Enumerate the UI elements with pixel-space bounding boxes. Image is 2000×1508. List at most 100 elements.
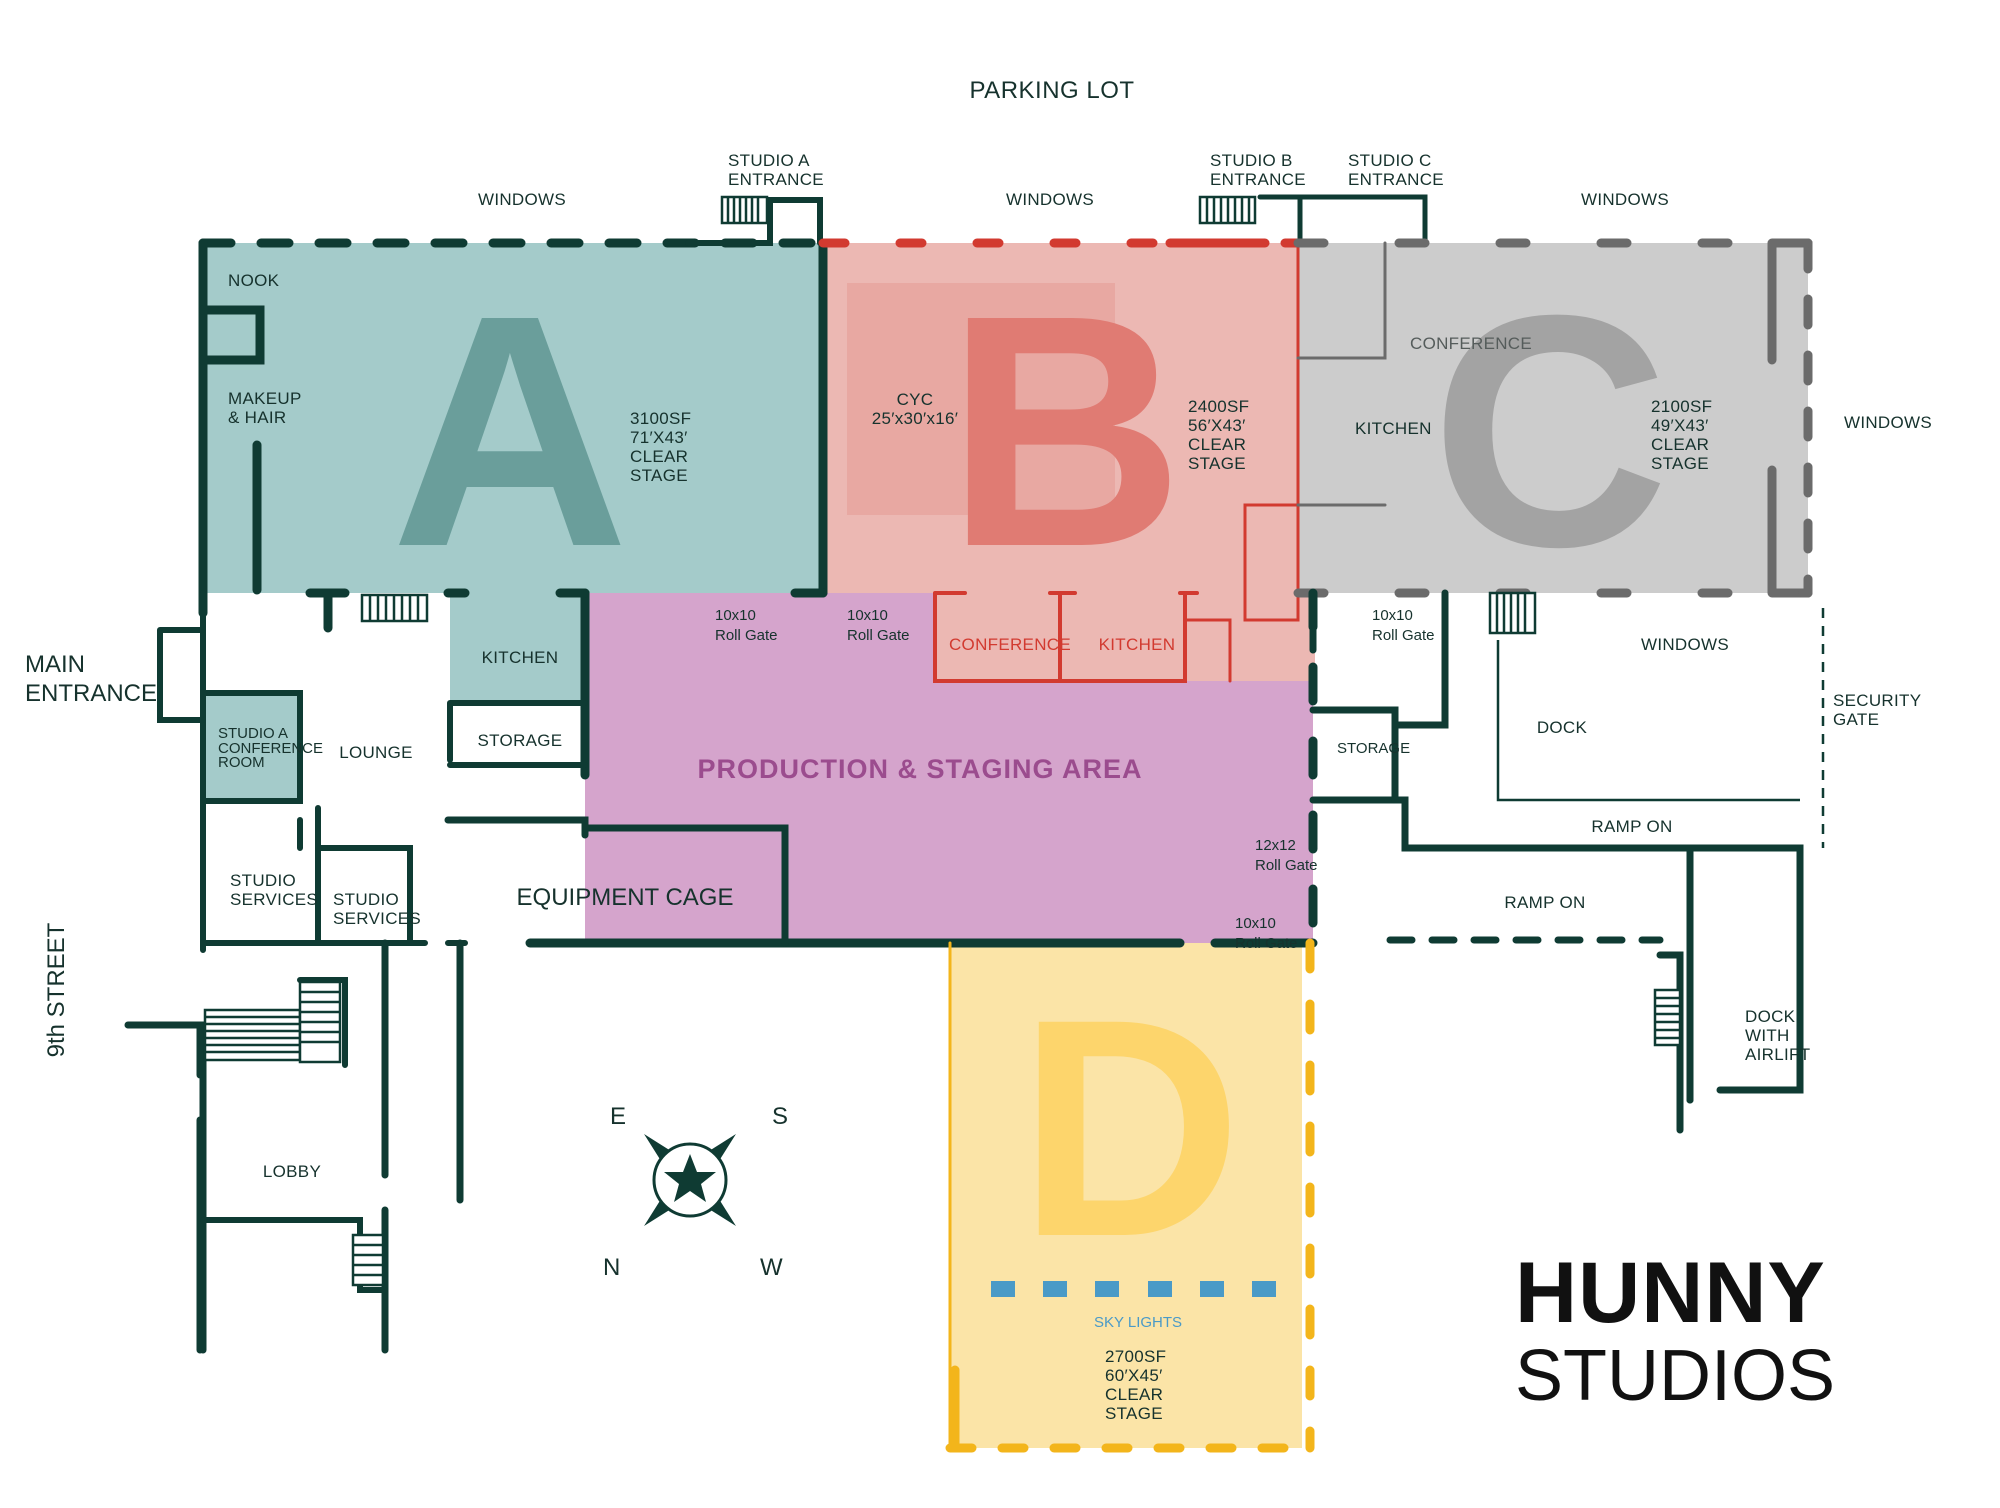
- compass-star-icon: [664, 1154, 716, 1202]
- studio-b-entrance-steps: [1198, 195, 1257, 225]
- logo-line1: HUNNY: [1515, 1245, 1826, 1341]
- compass-w-label: W: [760, 1254, 783, 1281]
- makeup-line2: & HAIR: [228, 408, 286, 427]
- parking-lot-label: PARKING LOT: [969, 77, 1134, 104]
- gate-c-wall: [1309, 589, 1449, 804]
- studio-a-spec-2: 71′X43′: [630, 428, 688, 447]
- studio-a-spec-3: CLEAR: [630, 447, 688, 466]
- cyc-line1: CYC: [897, 390, 934, 409]
- dock-airlift-wall: [1656, 951, 1694, 1134]
- nook-label: NOOK: [228, 271, 280, 290]
- studio-c-spec-2: 49′X43′: [1651, 416, 1709, 435]
- studio-a-entrance-steps: [720, 195, 769, 225]
- studio-b-letter: B: [946, 246, 1184, 615]
- gate-12-line1: 12x12: [1255, 837, 1296, 854]
- security-gate-line1: SECURITY: [1833, 691, 1921, 710]
- ramp-on-1-label: RAMP ON: [1591, 817, 1672, 836]
- dock-airlift-line3: AIRLIFT: [1745, 1045, 1810, 1064]
- studio-a-area[interactable]: [203, 243, 823, 593]
- studio-d-spec-4: STAGE: [1105, 1404, 1163, 1423]
- conference-b-walls: [933, 591, 1199, 683]
- lobby-stairs: [203, 593, 429, 1287]
- studio-c-entrance-line1: STUDIO C: [1348, 151, 1432, 170]
- logo-line2: STUDIOS: [1515, 1336, 1835, 1416]
- studio-b-spec-1: 2400SF: [1188, 397, 1249, 416]
- studio-a-spec-1: 3100SF: [630, 409, 691, 428]
- restroom-b-walls: [1183, 503, 1300, 683]
- equipment-cage-wall: [444, 816, 789, 947]
- studio-c-spec-3: CLEAR: [1651, 435, 1709, 454]
- main-entrance-line2: ENTRANCE: [25, 680, 157, 707]
- cyc-line2: 25′x30′x16′: [872, 409, 959, 428]
- studio-a-kitchen-area: [450, 593, 585, 703]
- production-label: PRODUCTION & STAGING AREA: [697, 754, 1142, 784]
- studio-d-area[interactable]: [950, 943, 1302, 1448]
- studio-d-spec-2: 60′X45′: [1105, 1366, 1163, 1385]
- studio-a-south-wall: [305, 588, 470, 633]
- lounge-walls: [200, 590, 303, 953]
- studio-c-entrance-line2: ENTRANCE: [1348, 170, 1444, 189]
- studio-a-entrance-line2: ENTRANCE: [728, 170, 824, 189]
- label-group: PARKING LOT WINDOWS WINDOWS WINDOWS WIND…: [25, 77, 1932, 1423]
- studio-services-1-line1: STUDIO: [230, 871, 296, 890]
- compass-s-label: S: [772, 1103, 788, 1130]
- conference-b-label: CONFERENCE: [949, 635, 1071, 654]
- storage-east-label: STORAGE: [1337, 740, 1410, 757]
- studio-a-letter: A: [391, 246, 629, 615]
- studio-services-2-line2: SERVICES: [333, 909, 421, 928]
- gate-d-line2: Roll Gate: [1235, 935, 1298, 952]
- studio-b-entrance-line1: STUDIO B: [1210, 151, 1293, 170]
- studio-b-entrance-line2: ENTRANCE: [1210, 170, 1306, 189]
- equipment-cage-label: EQUIPMENT CAGE: [517, 884, 734, 911]
- studio-b-spec-4: STAGE: [1188, 454, 1246, 473]
- studio-c-inner-east-wall: [1767, 238, 1813, 598]
- studio-b-spec-2: 56′X43′: [1188, 416, 1246, 435]
- gate-b-line2: Roll Gate: [847, 627, 910, 644]
- studio-a-spec-4: STAGE: [630, 466, 688, 485]
- conference-c-walls: [1296, 241, 1387, 360]
- studio-b-spec-3: CLEAR: [1188, 435, 1246, 454]
- studio-a-conf-line2: CONFERENCE: [218, 740, 323, 757]
- dock-airlift-line1: DOCK: [1745, 1007, 1796, 1026]
- dock-wall: [1496, 640, 1800, 802]
- production-b-overlap: [935, 593, 1315, 681]
- gate-a-line2: Roll Gate: [715, 627, 778, 644]
- studio-c-dock-steps: [1488, 591, 1537, 635]
- studio-a-conf-line3: ROOM: [218, 754, 265, 771]
- lounge-label: LOUNGE: [339, 743, 413, 762]
- storage-main-walls: [447, 700, 588, 768]
- studio-c-letter: C: [1431, 246, 1669, 615]
- compass-e-label: E: [610, 1103, 626, 1130]
- cyc-area: [847, 283, 1115, 515]
- ramp-on-2-label: RAMP ON: [1504, 893, 1585, 912]
- storage-east-wall: [1391, 796, 1804, 1104]
- entrance-a-wall: [685, 197, 823, 246]
- entrance-bc-wall: [1257, 194, 1428, 246]
- studio-c-area[interactable]: [1298, 243, 1808, 593]
- gate-b-line1: 10x10: [847, 607, 888, 624]
- dock-airlift-line2: WITH: [1745, 1026, 1790, 1045]
- studio-services-walls: [297, 805, 413, 946]
- kitchen-b-label: KITCHEN: [1099, 635, 1176, 654]
- storage-main-label: STORAGE: [478, 731, 563, 750]
- gate-c-line2: Roll Gate: [1372, 627, 1435, 644]
- compass-n-label: N: [603, 1254, 620, 1281]
- makeup-line1: MAKEUP: [228, 389, 302, 408]
- studio-d-spec-1: 2700SF: [1105, 1347, 1166, 1366]
- conference-c-label: CONFERENCE: [1410, 334, 1532, 353]
- windows-east-label: WINDOWS: [1844, 413, 1932, 432]
- kitchen-a-label: KITCHEN: [482, 648, 559, 667]
- security-gate-line2: GATE: [1833, 710, 1879, 729]
- dock-label: DOCK: [1537, 718, 1588, 737]
- ninth-street-label: 9th STREET: [43, 922, 70, 1057]
- studio-d-spec-3: CLEAR: [1105, 1385, 1163, 1404]
- studio-a-conf-line1: STUDIO A: [218, 725, 288, 742]
- studio-a-conference-room-area: [204, 693, 300, 801]
- windows-dock-label: WINDOWS: [1641, 635, 1729, 654]
- studio-a-entrance-line1: STUDIO A: [728, 151, 810, 170]
- studio-d-letter: D: [1018, 954, 1242, 1301]
- lobby-walls: [124, 939, 464, 1354]
- main-entrance-line1: MAIN: [25, 651, 85, 678]
- sky-lights-label: SKY LIGHTS: [1094, 1314, 1182, 1331]
